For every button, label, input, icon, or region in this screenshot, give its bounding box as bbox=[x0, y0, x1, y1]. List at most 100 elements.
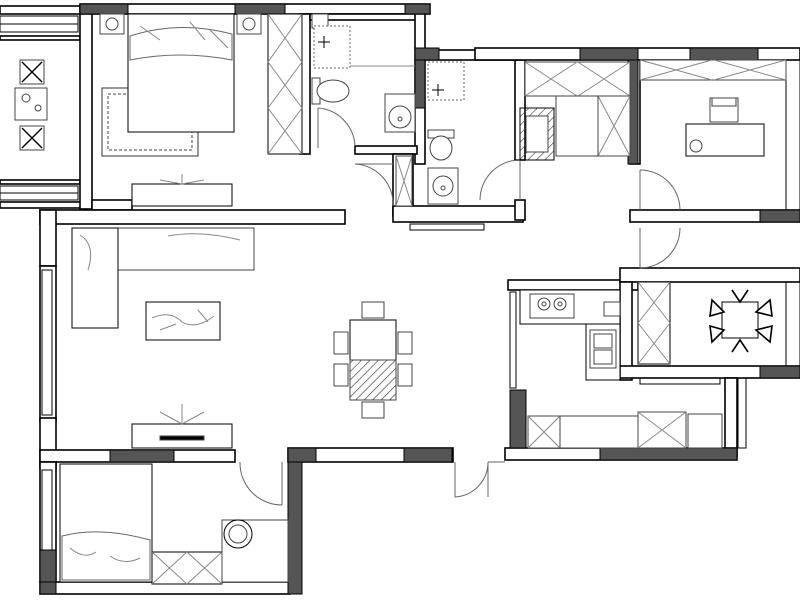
pillar bbox=[39, 581, 57, 595]
pillar bbox=[234, 3, 286, 15]
living-room bbox=[71, 227, 255, 449]
wardrobe-cross bbox=[151, 551, 223, 585]
study bbox=[639, 59, 787, 157]
drain bbox=[440, 185, 446, 191]
wall bbox=[629, 209, 800, 223]
chair bbox=[731, 338, 749, 353]
shower bbox=[427, 61, 465, 101]
dining-chair bbox=[333, 363, 349, 387]
wall bbox=[619, 267, 800, 283]
round-table bbox=[721, 301, 759, 339]
lower-cabinet bbox=[559, 415, 639, 449]
tv bbox=[159, 435, 205, 441]
refrigerator bbox=[603, 301, 621, 317]
wardrobe bbox=[267, 13, 303, 155]
armchair-detail bbox=[21, 127, 43, 149]
marble-pattern bbox=[151, 309, 215, 331]
window bbox=[785, 59, 800, 211]
wall bbox=[91, 199, 133, 211]
desk-chair-seat bbox=[228, 524, 248, 544]
office-chair-back bbox=[711, 97, 737, 107]
bookshelf bbox=[639, 59, 787, 81]
gas-stove bbox=[529, 293, 575, 319]
door-swing bbox=[239, 461, 283, 506]
wall bbox=[0, 201, 83, 209]
dining-chair bbox=[397, 331, 413, 355]
kitchen bbox=[519, 289, 723, 449]
desk bbox=[221, 519, 289, 583]
pillar bbox=[759, 365, 800, 379]
drain bbox=[397, 116, 403, 122]
chair bbox=[731, 289, 749, 304]
pillar bbox=[689, 47, 759, 61]
wall bbox=[39, 209, 346, 225]
burner-inner bbox=[541, 301, 547, 307]
chair bbox=[709, 298, 726, 318]
bed-linen bbox=[61, 531, 151, 581]
armchair-detail bbox=[21, 61, 43, 83]
wall bbox=[507, 279, 639, 291]
storage-north bbox=[519, 61, 631, 161]
pillar bbox=[509, 389, 527, 449]
wall bbox=[79, 13, 93, 210]
door-swing bbox=[317, 107, 356, 147]
door-swing bbox=[454, 461, 489, 498]
wardrobe bbox=[637, 281, 671, 365]
pillar bbox=[39, 549, 57, 583]
cabinet bbox=[524, 61, 631, 97]
wardrobe-cross bbox=[267, 13, 303, 155]
pillar bbox=[79, 3, 129, 15]
wall bbox=[0, 35, 81, 41]
sitting-area bbox=[14, 59, 48, 151]
burner-inner bbox=[557, 301, 563, 307]
dining-table-inlay bbox=[349, 359, 397, 401]
wall bbox=[392, 205, 524, 223]
walls bbox=[0, 3, 800, 595]
pillar bbox=[414, 47, 440, 61]
bathroom-2 bbox=[395, 61, 465, 207]
wall bbox=[514, 199, 526, 221]
shower-head bbox=[318, 36, 330, 48]
chair bbox=[754, 298, 773, 318]
master-bedroom bbox=[99, 13, 303, 207]
door-swings bbox=[239, 107, 681, 506]
bookshelf-cross bbox=[639, 59, 787, 81]
wall bbox=[0, 5, 81, 15]
toilet bbox=[316, 79, 350, 103]
cabinet-cross bbox=[395, 155, 413, 207]
door-swing bbox=[354, 163, 394, 207]
cabinet-cross bbox=[597, 95, 631, 157]
dining-chair bbox=[361, 301, 385, 319]
pillar bbox=[579, 47, 639, 61]
tv-signal bbox=[159, 174, 205, 185]
door-swing bbox=[639, 169, 681, 211]
bathroom-1 bbox=[311, 13, 416, 133]
wall bbox=[354, 145, 418, 155]
counter-inner bbox=[525, 115, 549, 153]
cabinet-cross bbox=[524, 61, 631, 97]
pillar bbox=[759, 209, 800, 223]
door-swing bbox=[639, 227, 681, 269]
window bbox=[785, 281, 800, 367]
wall bbox=[39, 209, 57, 267]
dryer bbox=[687, 413, 723, 449]
door-frame bbox=[409, 223, 485, 231]
window bbox=[737, 377, 747, 449]
bed-linen bbox=[129, 26, 233, 61]
dining-chair bbox=[361, 401, 385, 419]
window bbox=[639, 377, 721, 385]
pillars bbox=[39, 3, 800, 595]
lamp bbox=[242, 17, 256, 31]
cabinet-cross bbox=[527, 415, 561, 449]
pillar bbox=[404, 3, 431, 15]
chair bbox=[754, 324, 773, 344]
dining-chair bbox=[333, 331, 349, 355]
pillar bbox=[599, 447, 738, 461]
bed-fold bbox=[139, 21, 229, 49]
cabinet bbox=[555, 95, 599, 157]
sofa-chaise bbox=[71, 227, 119, 329]
door-swing bbox=[479, 159, 521, 201]
pillar bbox=[109, 449, 175, 463]
wall bbox=[0, 179, 81, 185]
window bbox=[41, 469, 53, 551]
